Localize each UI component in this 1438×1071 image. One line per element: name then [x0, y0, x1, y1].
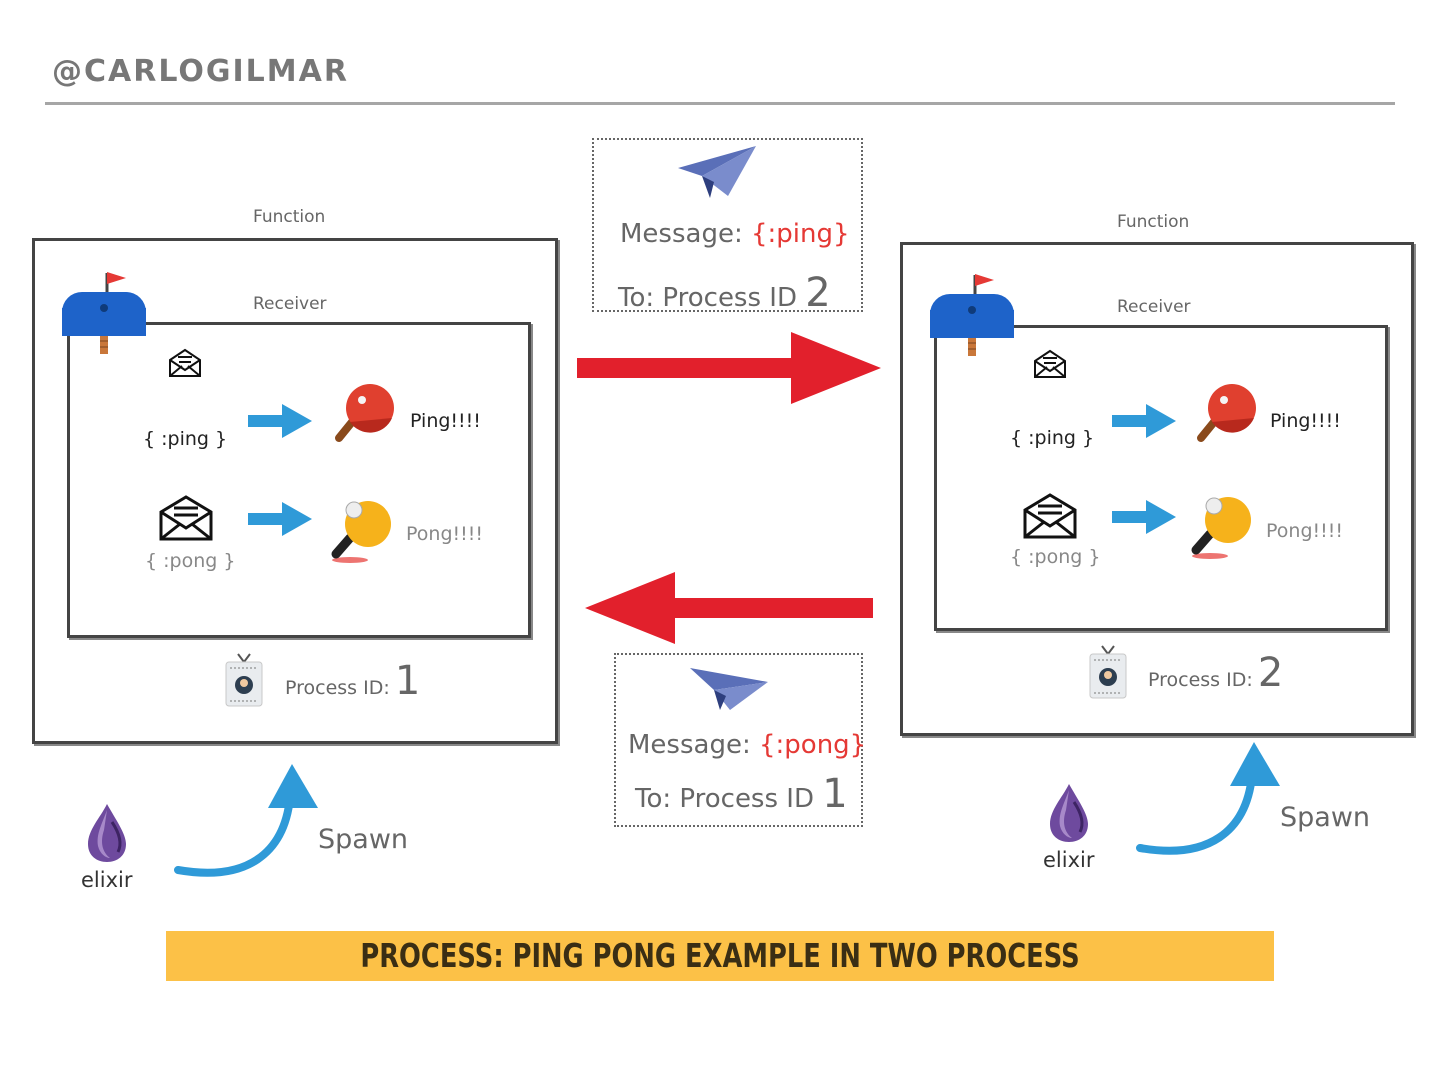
process-id-left: Process ID: 1	[285, 658, 420, 704]
message-line-bottom: Message: {:pong}	[628, 730, 866, 760]
arrow-right-icon	[1112, 404, 1176, 438]
process-id-right: Process ID: 2	[1148, 650, 1283, 696]
receiver-label-right: Receiver	[1117, 297, 1191, 317]
envelope-letter-icon	[1023, 493, 1077, 539]
message-line-top: Message: {:ping}	[620, 219, 850, 249]
receiver-box-right	[934, 325, 1388, 631]
recipient-label: To: Process ID	[635, 784, 814, 814]
function-label-right: Function	[1117, 212, 1190, 232]
elixir-label-right: elixir	[1043, 848, 1095, 872]
pong-paddle-icon	[1191, 497, 1251, 559]
message-value: {:pong}	[758, 730, 867, 760]
function-label-left: Function	[253, 207, 326, 227]
message-label: Message:	[620, 219, 743, 249]
paper-plane-icon	[678, 146, 756, 198]
title-banner: PROCESS: PING PONG EXAMPLE IN TWO PROCES…	[166, 931, 1274, 981]
ping-message-right: { :ping }	[1010, 427, 1095, 449]
ping-text-left: Ping!!!!	[410, 410, 481, 432]
arrow-right-icon	[1112, 500, 1176, 534]
author-handle: @CARLOGILMAR	[52, 54, 349, 89]
receiver-label-left: Receiver	[253, 294, 327, 314]
process-id-value: 1	[394, 658, 421, 704]
recipient-value: 1	[822, 771, 848, 817]
mailbox-icon	[930, 274, 1014, 356]
id-badge-icon	[225, 653, 263, 707]
receiver-box-left	[67, 322, 531, 638]
recipient-label: To: Process ID	[618, 283, 797, 313]
send-arrow-left-icon	[585, 572, 873, 644]
envelope-open-icon	[1034, 349, 1066, 378]
envelope-open-icon	[169, 348, 201, 377]
paper-plane-icon	[690, 668, 768, 710]
ping-paddle-icon	[1197, 384, 1256, 442]
pong-text-left: Pong!!!!	[406, 523, 483, 545]
message-label: Message:	[628, 730, 751, 760]
mailbox-icon	[62, 272, 146, 354]
envelope-letter-icon	[159, 495, 213, 541]
pong-message-left: { :pong }	[145, 550, 236, 572]
message-recipient-bottom: To: Process ID 1	[635, 771, 848, 817]
id-badge-icon	[1089, 645, 1127, 699]
elixir-drop-icon	[88, 804, 126, 862]
pong-text-right: Pong!!!!	[1266, 520, 1343, 542]
message-value: {:ping}	[750, 219, 850, 249]
elixir-drop-icon	[1050, 784, 1088, 842]
banner-title: PROCESS: PING PONG EXAMPLE IN TWO PROCES…	[360, 936, 1080, 975]
message-recipient-top: To: Process ID 2	[618, 270, 831, 316]
process-id-label: Process ID:	[1148, 669, 1253, 691]
arrow-right-icon	[248, 502, 312, 536]
spawn-arrow-icon	[1136, 742, 1280, 855]
spawn-label-right: Spawn	[1280, 802, 1371, 833]
function-box-right	[900, 242, 1414, 736]
recipient-value: 2	[805, 270, 831, 316]
spawn-arrow-icon	[174, 764, 318, 877]
process-id-label: Process ID:	[285, 677, 390, 699]
process-id-value: 2	[1257, 650, 1284, 696]
ping-paddle-icon	[335, 384, 394, 442]
pong-paddle-icon	[331, 501, 391, 563]
message-card-top	[592, 138, 863, 312]
send-arrow-right-icon	[577, 332, 881, 404]
pong-message-right: { :pong }	[1010, 546, 1101, 568]
arrow-right-icon	[248, 404, 312, 438]
spawn-label-left: Spawn	[318, 824, 409, 855]
elixir-label-left: elixir	[81, 868, 133, 892]
header-divider	[45, 102, 1395, 105]
ping-text-right: Ping!!!!	[1270, 410, 1341, 432]
message-card-bottom	[614, 653, 863, 827]
ping-message-left: { :ping }	[143, 428, 228, 450]
function-box-left	[32, 238, 558, 744]
